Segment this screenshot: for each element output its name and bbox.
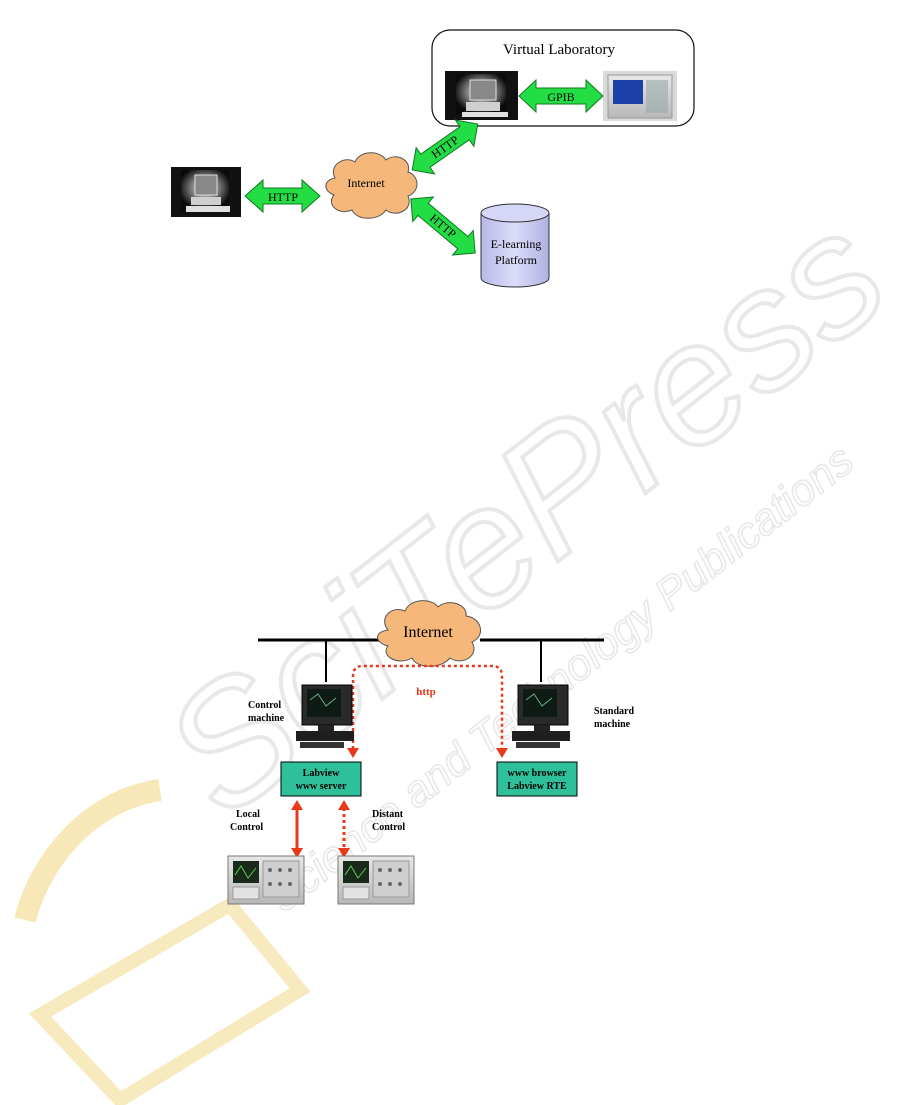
browser-label-2: Labview RTE <box>507 781 567 792</box>
computer-icon-user <box>171 167 241 217</box>
standard-machine-computer-icon <box>512 685 570 748</box>
gpib-label: GPIB <box>547 90 574 104</box>
http-label-left: HTTP <box>268 190 298 204</box>
local-control-label-1: Local <box>236 809 260 820</box>
local-control-label-2: Control <box>230 822 263 833</box>
watermark-swoosh <box>25 790 160 920</box>
standard-machine-label-2: machine <box>594 719 631 730</box>
elearning-label-2: Platform <box>495 253 538 267</box>
figure-1: Virtual Laboratory GPIB <box>154 0 723 308</box>
distant-control-label-2: Control <box>372 822 405 833</box>
standard-machine-label-1: Standard <box>594 706 634 717</box>
distant-arrowhead-up <box>338 800 350 810</box>
distant-control-label-1: Distant <box>372 809 404 820</box>
elearning-label-1: E-learning <box>491 237 542 251</box>
computer-icon-lab <box>445 71 518 120</box>
internet-label-2: Internet <box>403 624 453 641</box>
instrument-icon-local <box>228 856 304 904</box>
instrument-icon-distant <box>338 856 414 904</box>
control-machine-label-2: machine <box>248 713 285 724</box>
control-machine-computer-icon <box>296 685 354 748</box>
labview-server-label-2: www server <box>296 781 347 792</box>
virtual-lab-title: Virtual Laboratory <box>503 42 615 58</box>
instrument-icon-lab <box>603 71 677 121</box>
http-label: http <box>416 686 436 698</box>
watermark-pencil-shape <box>40 905 300 1100</box>
labview-server-label-1: Labview <box>303 768 340 779</box>
browser-label-1: www browser <box>508 768 568 779</box>
internet-label-1: Internet <box>347 176 385 190</box>
control-machine-label-1: Control <box>248 700 281 711</box>
